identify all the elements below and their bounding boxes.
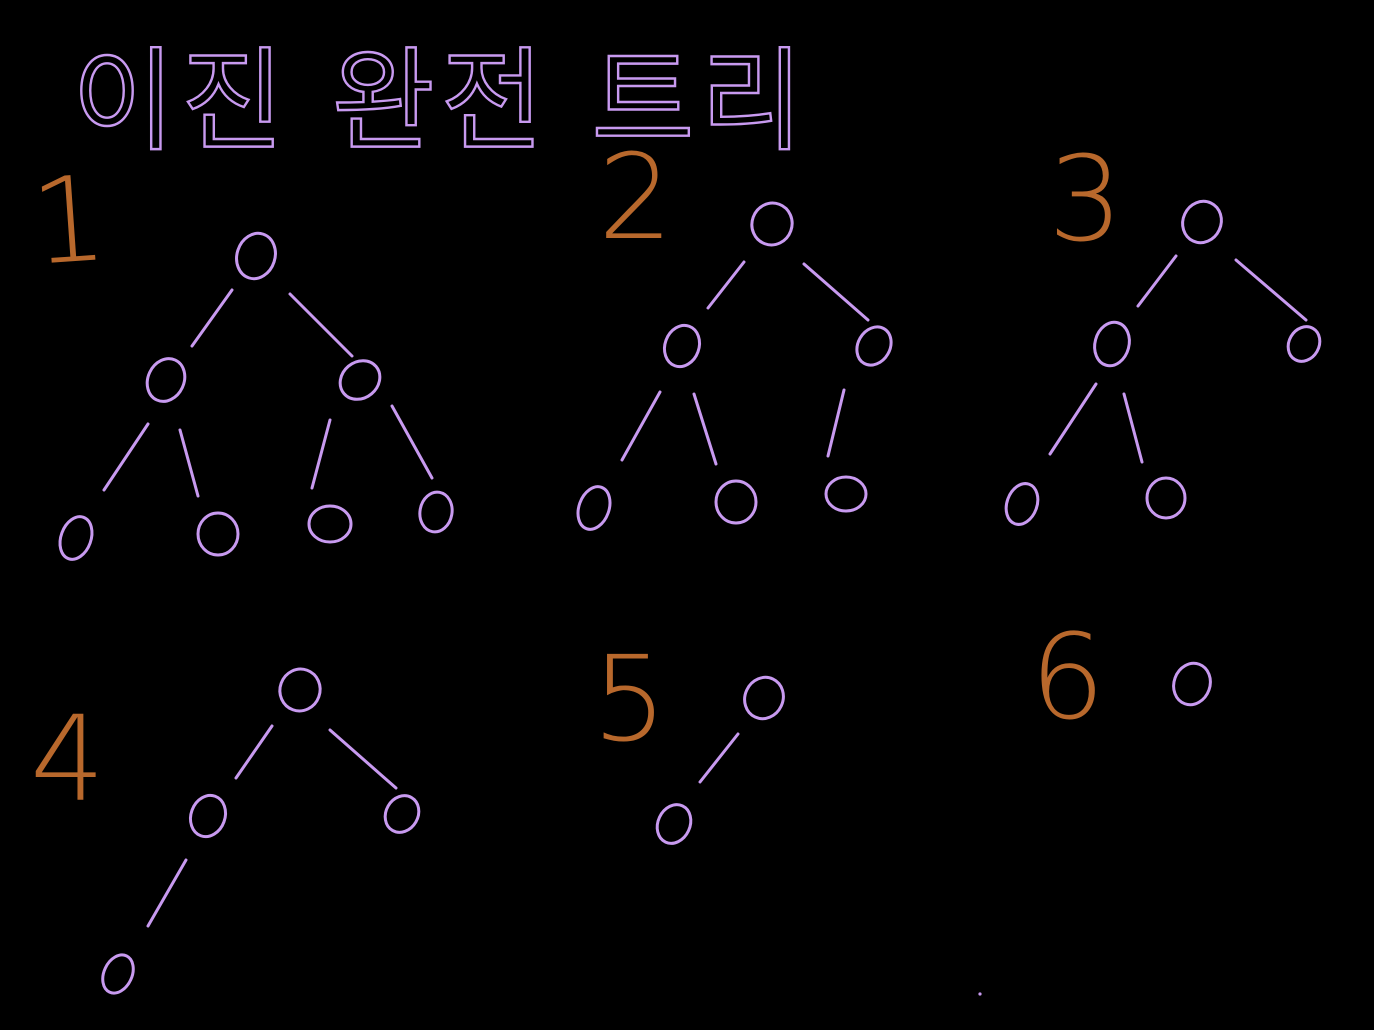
tree-edge [328, 728, 398, 790]
tree-edge [234, 724, 274, 780]
tree-edge [1048, 382, 1098, 456]
tree-node [188, 793, 228, 839]
tree-label: 3 [1048, 130, 1123, 268]
tree-node [714, 479, 758, 525]
tree-edge [1136, 254, 1178, 308]
tree-edge [620, 390, 662, 462]
tree-1: 1 [27, 149, 454, 561]
tree-4: 4 [30, 667, 421, 995]
tree-edge [390, 404, 434, 480]
tree-node [855, 325, 893, 367]
tree-edge [692, 392, 718, 466]
tree-node [101, 953, 135, 995]
tree-node [278, 667, 322, 713]
tree-node [655, 803, 693, 845]
tree-node [1172, 661, 1212, 707]
tree-node [145, 357, 187, 403]
tree-edge [146, 858, 188, 928]
tree-node [307, 504, 353, 544]
tree-node [1145, 476, 1187, 520]
tree-edge [706, 260, 746, 310]
tree-edge [310, 418, 332, 490]
tree-node [750, 201, 794, 247]
tree-node [1093, 320, 1131, 368]
tree-node [196, 511, 240, 557]
tree-node [576, 485, 612, 531]
tree-node [418, 490, 454, 534]
tree-node [662, 323, 702, 369]
tree-3: 3 [1004, 130, 1322, 526]
tree-edge [102, 422, 150, 492]
tree-edge [826, 388, 846, 458]
tree-edge [802, 262, 870, 322]
tree-edge [178, 428, 200, 498]
tree-edge [698, 732, 740, 784]
tree-edge [1234, 258, 1308, 322]
tree-6: 6 [1030, 608, 1212, 746]
diagram-title: 이진 완전 트리 [72, 37, 809, 167]
tree-node [383, 794, 421, 834]
tree-node [1181, 199, 1223, 245]
tree-label: 5 [592, 630, 667, 768]
stray-ink-dot [978, 992, 982, 996]
tree-node [338, 359, 382, 401]
tree-label: 1 [27, 149, 112, 292]
tree-node [1286, 325, 1322, 363]
tree-5: 5 [592, 630, 785, 845]
tree-node [235, 231, 277, 281]
tree-node [58, 515, 94, 561]
tree-label: 6 [1030, 608, 1105, 746]
tree-node [824, 475, 868, 513]
tree-edge [190, 288, 234, 348]
tree-node [743, 675, 785, 721]
tree-node [1004, 482, 1040, 526]
tree-label: 2 [598, 128, 673, 266]
tree-edge [1122, 392, 1144, 464]
tree-2: 2 [576, 128, 893, 531]
tree-edge [288, 292, 354, 358]
tree-label: 4 [30, 690, 105, 828]
